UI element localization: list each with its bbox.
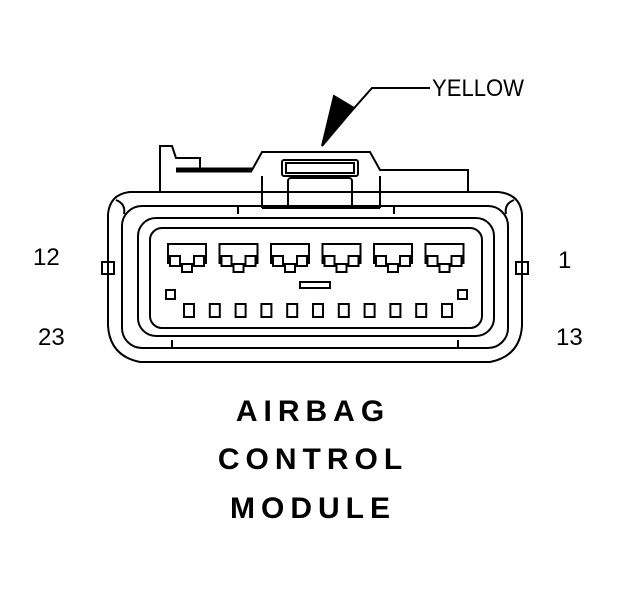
callout-leader-line (339, 87, 430, 125)
lower-terminal (260, 303, 273, 318)
upper-terminal (272, 255, 284, 267)
upper-terminal (296, 255, 308, 267)
locator-left (165, 289, 176, 300)
upper-terminal-latch (387, 263, 399, 273)
connector-housing (101, 145, 529, 363)
title-module: MODULE (230, 492, 396, 525)
lower-terminal (337, 303, 350, 318)
cavity-face (149, 227, 483, 329)
upper-cavity (167, 243, 207, 264)
upper-terminal (220, 255, 233, 267)
terminal-cavities (165, 243, 468, 318)
locator-right (457, 289, 468, 300)
upper-terminal (323, 255, 336, 267)
callout-arrowhead (321, 94, 356, 147)
upper-terminal-latch (438, 263, 451, 273)
shell-rib-left (115, 199, 126, 215)
pin-label-23: 23 (38, 324, 65, 351)
keying-slot (299, 281, 331, 289)
lower-terminal (363, 303, 376, 318)
upper-terminal (347, 255, 360, 267)
side-peg-left (101, 261, 115, 275)
title-control: CONTROL (218, 443, 408, 476)
lower-terminal (183, 303, 195, 318)
upper-cavity (321, 243, 362, 264)
lock-tab-inner (285, 162, 355, 174)
upper-terminal-latch (181, 263, 193, 273)
upper-cavity (424, 243, 465, 264)
upper-terminal (399, 255, 411, 267)
pin-label-13: 13 (556, 324, 583, 351)
upper-terminal-latch (232, 263, 245, 273)
yellow-callout (321, 87, 430, 147)
lower-terminal (312, 303, 324, 318)
pin-label-12: 12 (33, 244, 60, 271)
upper-terminal (375, 255, 387, 267)
lock-tab-outer (281, 159, 359, 177)
lower-terminal (441, 303, 453, 318)
housing-inner-shell (137, 217, 495, 337)
upper-terminal (169, 255, 181, 267)
lower-terminal (415, 303, 428, 318)
lower-terminal (208, 303, 221, 318)
upper-cavity (218, 243, 259, 264)
pin-label-1: 1 (558, 247, 571, 274)
lower-terminal (389, 303, 402, 318)
lower-terminal (234, 303, 247, 318)
upper-terminal (426, 255, 439, 267)
title-airbag: AIRBAG (236, 395, 390, 428)
upper-cavity (373, 243, 413, 264)
upper-terminal-latch (284, 263, 296, 273)
upper-terminal (244, 255, 257, 267)
upper-terminal (450, 255, 463, 267)
upper-terminal-latch (335, 263, 348, 273)
side-peg-right (515, 261, 529, 275)
callout-label: YELLOW (432, 75, 524, 102)
housing-middle-shell (121, 205, 509, 349)
lower-terminal (286, 303, 299, 318)
upper-cavity (270, 243, 310, 264)
housing-outer-shell (107, 191, 523, 363)
upper-terminal (193, 255, 205, 267)
shell-rib-right (504, 199, 515, 215)
